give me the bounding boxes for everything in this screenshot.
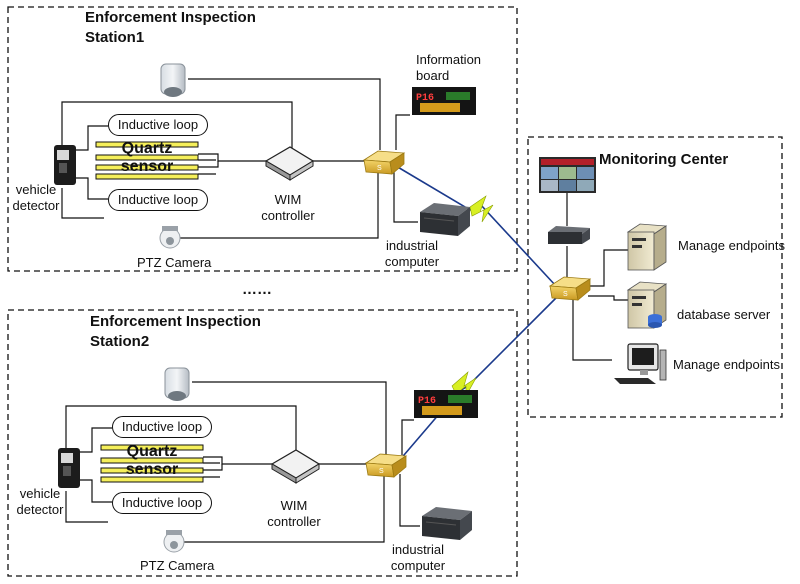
information-board-icon: P16 xyxy=(414,390,478,418)
quartz-line2: sensor xyxy=(125,461,179,478)
vehicle-detector-label: vehicle detector xyxy=(12,182,60,213)
manage-endpoints-label: Manage endpoints xyxy=(678,238,785,253)
database-server-label: database server xyxy=(677,307,771,322)
video-decoder-icon xyxy=(548,226,590,244)
inductive-loop-top: Inductive loop xyxy=(108,114,208,136)
quartz-line1: Quartz xyxy=(126,443,178,460)
station2-boundary xyxy=(7,309,518,577)
vehicle-detector-icon xyxy=(58,448,80,488)
quartz-line1: Quartz xyxy=(121,140,173,157)
wireless-link-station1 xyxy=(395,165,557,287)
wireless-link-station2 xyxy=(397,295,559,463)
industrial-computer-icon xyxy=(420,203,470,236)
station2-wiring xyxy=(65,381,420,543)
network-switch-icon: S xyxy=(362,150,406,175)
monitoring-wiring xyxy=(566,192,628,361)
station2-title-line1: Enforcement Inspection xyxy=(90,313,261,330)
ptz-camera-label: PTZ Camera xyxy=(140,558,215,573)
station2-title: Enforcement Inspection Station2 xyxy=(90,312,261,352)
vehicle-detector-label: vehicle detector xyxy=(16,486,64,517)
inductive-loop-bottom: Inductive loop xyxy=(108,189,208,211)
information-board-icon: P16 xyxy=(412,87,476,115)
svg-text:S: S xyxy=(563,291,568,298)
network-switch-icon: S xyxy=(548,276,592,301)
wim-controller-icon xyxy=(264,146,315,181)
ptz-camera-label: PTZ Camera xyxy=(137,255,212,270)
quartz-sensor-strips xyxy=(100,444,204,483)
monitoring-center-boundary xyxy=(527,136,783,418)
network-switch-icon: S xyxy=(364,453,408,478)
quartz-sensor-strips xyxy=(95,141,199,180)
industrial-computer-label: industrial computer xyxy=(384,238,440,269)
database-server-icon xyxy=(626,281,668,329)
svg-text:P16: P16 xyxy=(416,93,434,104)
ptz-camera-icon xyxy=(159,226,181,249)
workstation-icon xyxy=(614,343,667,384)
station1-wiring xyxy=(61,78,418,239)
station1-title-line2: Station1 xyxy=(85,29,145,46)
server-icon xyxy=(626,223,668,271)
station1-boundary xyxy=(7,6,518,272)
wim-controller-icon xyxy=(270,449,321,484)
monitoring-center-title: Monitoring Center xyxy=(599,151,729,168)
quartz-line2: sensor xyxy=(120,158,174,175)
svg-text:S: S xyxy=(379,468,384,475)
manage-endpoints-label: Manage endpoints xyxy=(673,357,780,372)
station2-title-line2: Station2 xyxy=(90,333,150,350)
industrial-computer-icon xyxy=(422,507,472,540)
inductive-loop-bottom: Inductive loop xyxy=(112,492,212,514)
dome-camera-icon xyxy=(160,63,186,97)
wim-controller-label: WIM controller xyxy=(267,498,321,529)
ellipsis: …… xyxy=(242,281,272,298)
station1-title-line1: Enforcement Inspection xyxy=(85,9,256,26)
video-wall-icon xyxy=(539,157,596,193)
vehicle-detector-icon xyxy=(54,145,76,185)
quartz-sensor-label: Quartz sensor xyxy=(96,140,198,176)
svg-text:P16: P16 xyxy=(418,396,436,407)
ptz-camera-icon xyxy=(163,530,185,553)
information-board-label: Information board xyxy=(416,52,482,83)
industrial-computer-label: industrial computer xyxy=(390,542,446,573)
inductive-loop-top: Inductive loop xyxy=(112,416,212,438)
svg-text:S: S xyxy=(377,165,382,172)
quartz-sensor-label: Quartz sensor xyxy=(101,443,203,479)
wim-controller-label: WIM controller xyxy=(261,192,315,223)
station1-title: Enforcement Inspection Station1 xyxy=(85,8,256,48)
dome-camera-icon xyxy=(164,367,190,401)
